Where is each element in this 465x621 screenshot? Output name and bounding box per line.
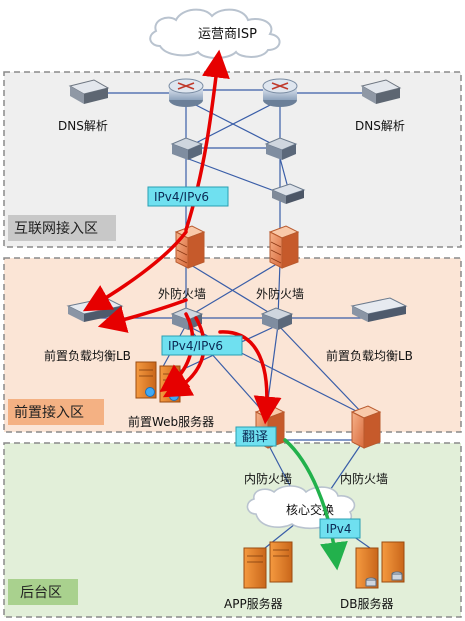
internet-zone-label: 互联网接入区 xyxy=(14,220,98,237)
outer-firewall-right-icon xyxy=(268,225,300,269)
red-arrow-to-isp xyxy=(184,49,230,232)
switch-internet-left-icon xyxy=(170,137,204,160)
back-zone-label: 后台区 xyxy=(20,585,62,601)
internet-zone-label-bg xyxy=(8,215,116,241)
dns-server-left-icon xyxy=(68,79,110,104)
app-server-icon xyxy=(243,541,293,589)
outer-firewall-left-label: 外防火墙 xyxy=(158,286,206,301)
tag-translate: 翻译 xyxy=(235,426,277,447)
red-arrow-to-translate xyxy=(218,330,282,425)
inner-firewall-right-icon xyxy=(350,405,382,449)
outer-firewall-left-icon xyxy=(174,225,206,269)
web-server-label: 前置Web服务器 xyxy=(128,414,214,429)
tag-ipv4-ipv6-mid: IPv4/IPv6 xyxy=(161,335,243,356)
tag-translate-text: 翻译 xyxy=(242,430,268,445)
back-zone-label-bg xyxy=(8,579,78,605)
switch-front-right-icon xyxy=(260,307,294,330)
red-arrow-to-web-2 xyxy=(162,316,206,398)
red-arrow-lb-mid xyxy=(97,298,188,333)
back-zone xyxy=(3,442,462,618)
inner-firewall-right-label: 内防火墙 xyxy=(340,471,388,486)
tag-ipv4-ipv6-mid-text: IPv4/IPv6 xyxy=(168,339,223,353)
lb-right-label: 前置负载均衡LB xyxy=(326,348,413,363)
tag-ipv4-ipv6-top-text: IPv4/IPv6 xyxy=(154,190,209,204)
front-zone-label-bg xyxy=(8,399,104,425)
red-arrow-to-lb-left xyxy=(82,230,188,312)
router-left-icon xyxy=(168,78,204,107)
tag-ipv4-text: IPv4 xyxy=(326,522,352,536)
small-device-icon xyxy=(270,183,306,204)
db-server-label: DB服务器 xyxy=(340,596,393,611)
inner-firewall-left-label: 内防火墙 xyxy=(244,471,292,486)
tag-ipv4: IPv4 xyxy=(319,518,361,539)
app-server-label: APP服务器 xyxy=(224,596,283,611)
dns-right-label: DNS解析 xyxy=(355,119,405,133)
lb-left-label: 前置负载均衡LB xyxy=(44,348,131,363)
dns-server-right-icon xyxy=(360,79,402,104)
tag-ipv4-ipv6-top: IPv4/IPv6 xyxy=(147,186,229,207)
outer-firewall-right-label: 外防火墙 xyxy=(256,286,304,301)
dns-left-label: DNS解析 xyxy=(58,119,108,133)
front-zone-label: 前置接入区 xyxy=(14,404,84,421)
green-flow-arrow xyxy=(283,438,348,571)
lb-right-icon xyxy=(350,297,408,322)
isp-label: 运营商ISP xyxy=(198,27,257,42)
db-server-icon xyxy=(355,541,405,589)
switch-internet-right-icon xyxy=(264,137,298,160)
router-right-icon xyxy=(262,78,298,107)
